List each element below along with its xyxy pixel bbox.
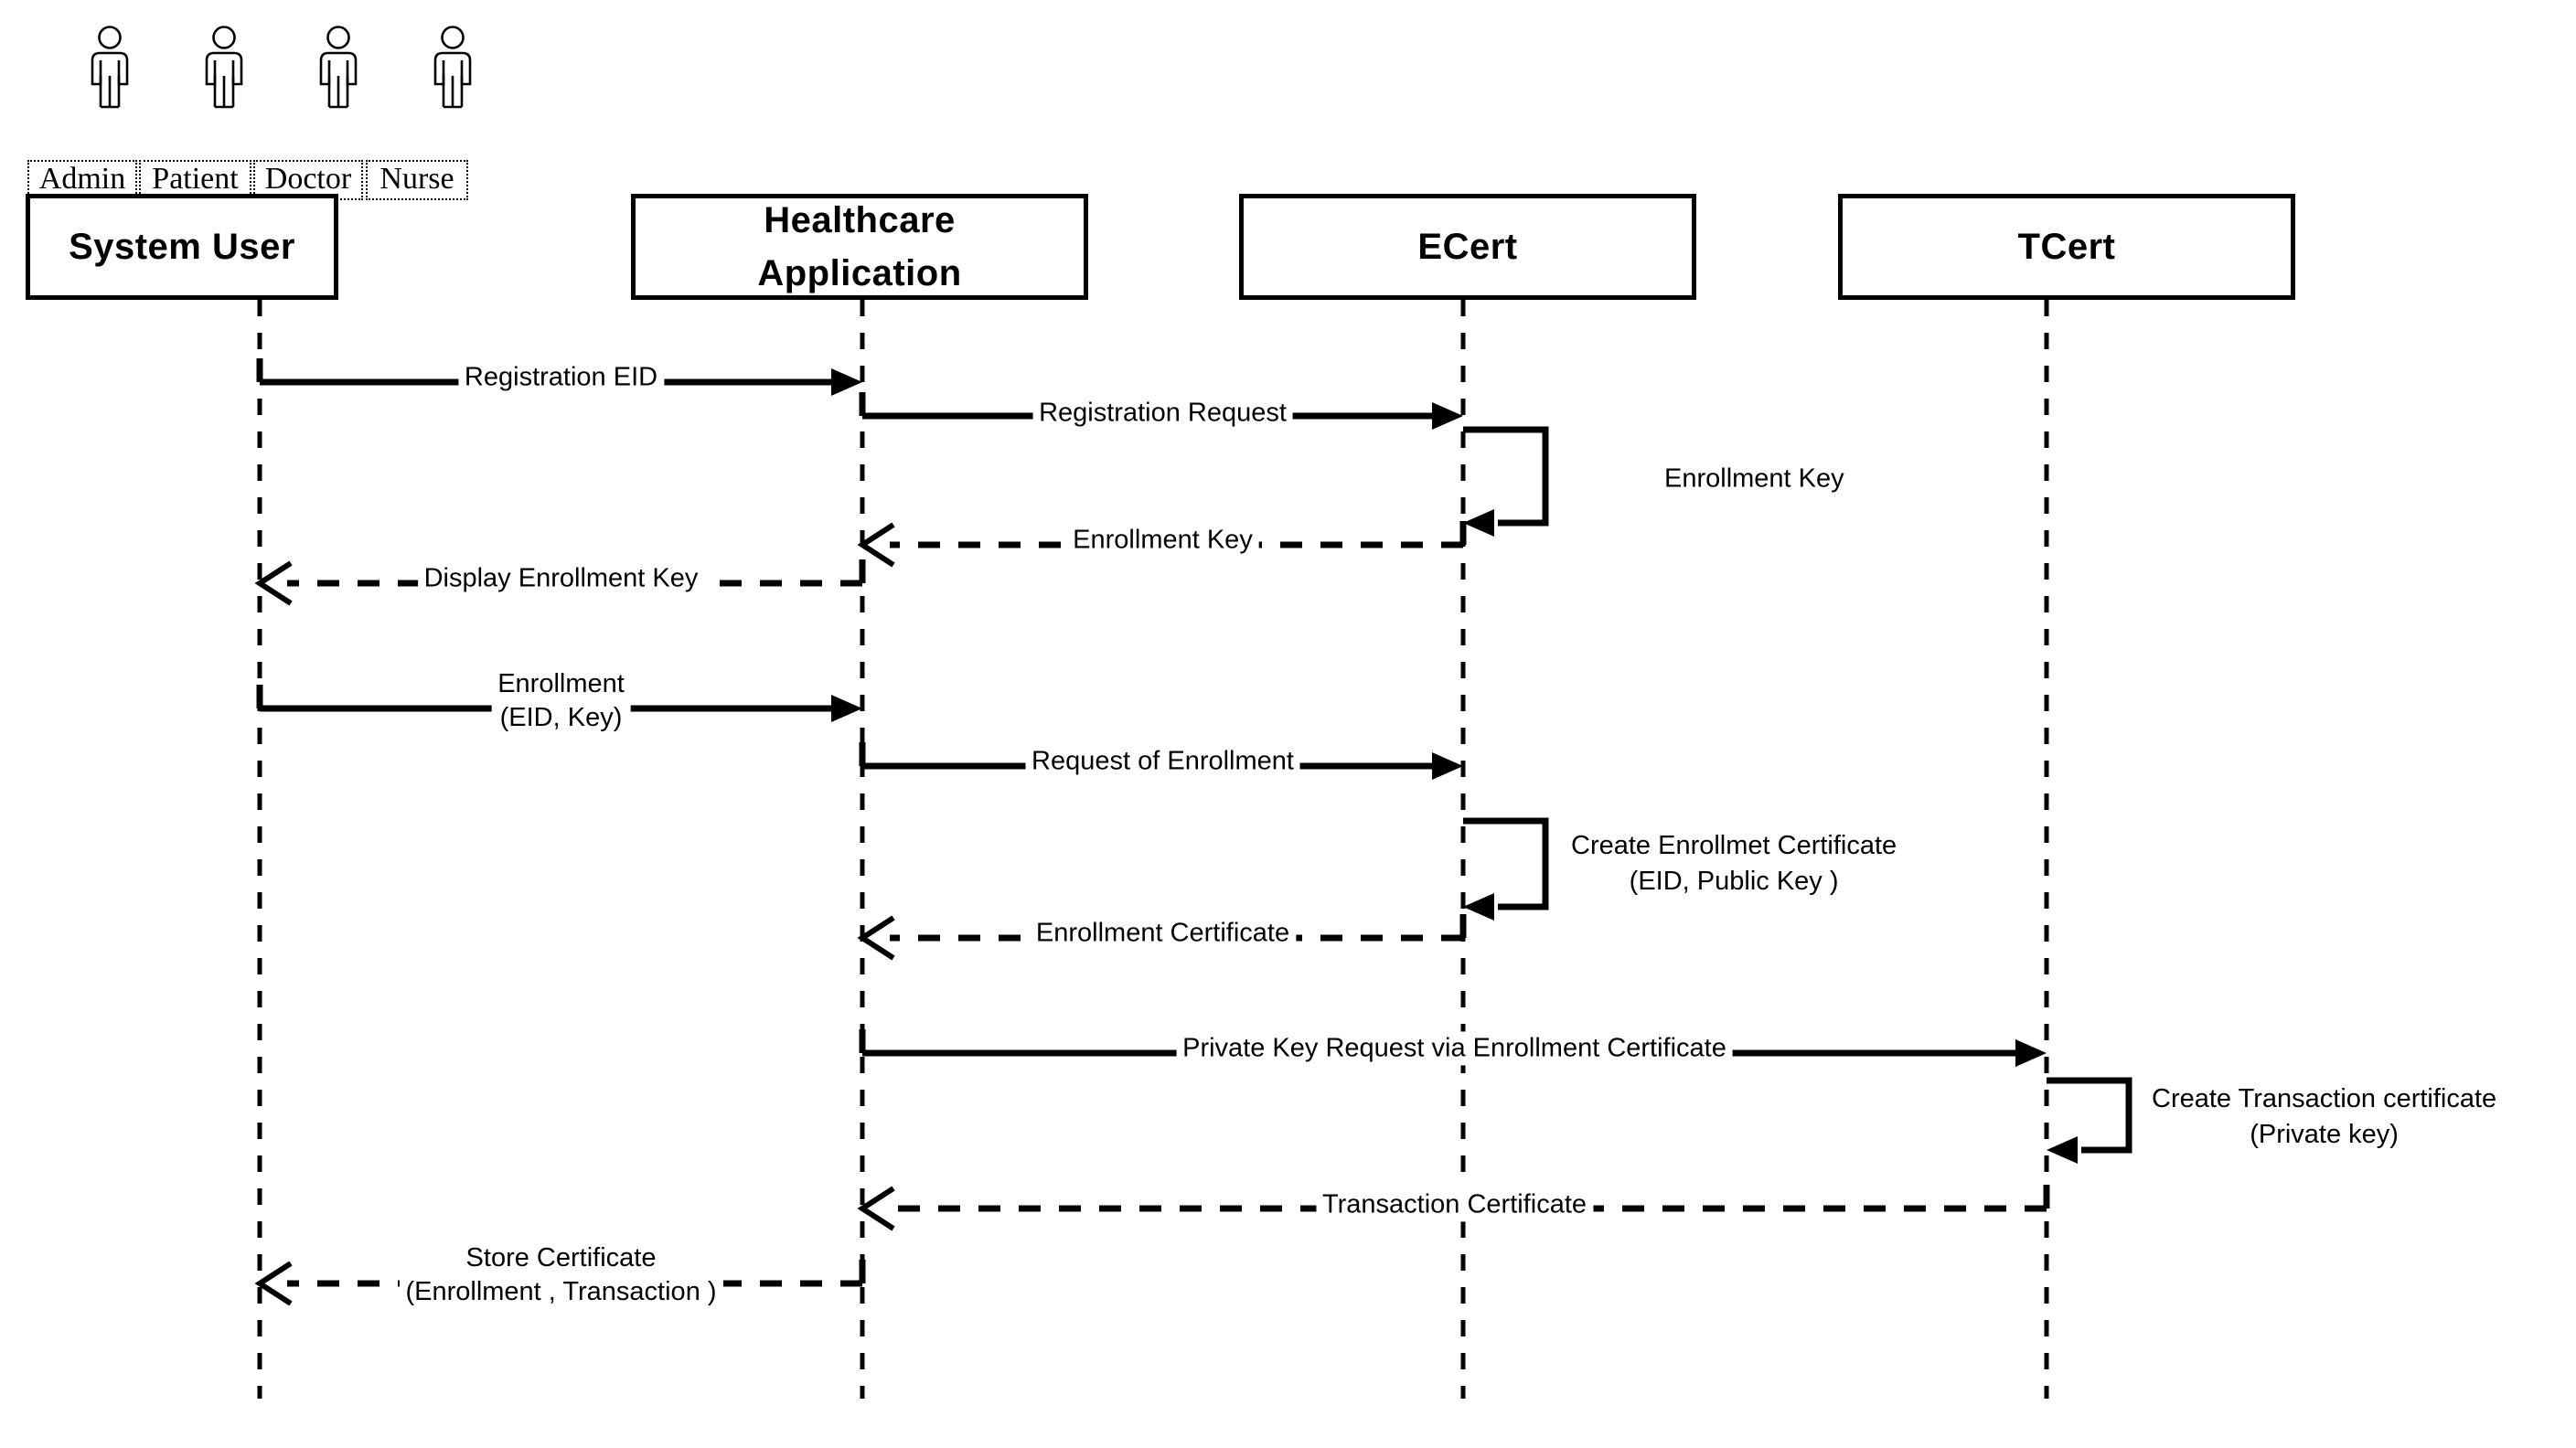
participant-label: ECert — [1417, 227, 1518, 267]
actor-label-doctor: Doctor — [253, 160, 363, 200]
message-label-m5: Display Enrollment Key — [417, 561, 705, 596]
message-label-m10: Private Key Request via Enrollment Certi… — [1176, 1031, 1733, 1066]
person-icon — [197, 26, 251, 109]
participant-label: Healthcare Application — [757, 200, 962, 293]
participant-box-ecert[interactable]: ECert — [1239, 194, 1696, 300]
message-label-m4: Enrollment Key — [1066, 523, 1259, 558]
participant-box-healthcare[interactable]: Healthcare Application — [631, 194, 1088, 300]
arrowhead-open — [857, 522, 895, 568]
arrowhead-filled — [1432, 752, 1463, 780]
arrowhead-open — [254, 560, 293, 606]
message-label-m6: Enrollment (EID, Key) — [491, 666, 631, 736]
person-icon — [425, 26, 480, 109]
message-m3 — [1463, 426, 1549, 537]
message-line-self — [1463, 426, 1549, 527]
arrowhead-open — [254, 1261, 293, 1306]
message-label-m9: Enrollment Certificate — [1029, 916, 1297, 951]
arrowhead-filled — [2015, 1039, 2047, 1067]
arrowhead-filled — [1463, 893, 1494, 921]
person-icon — [311, 26, 366, 109]
participant-box-system-user[interactable]: System User — [26, 194, 338, 300]
message-label-m1: Registration EID — [457, 360, 665, 395]
message-label-m3: Enrollment Key — [1664, 463, 1844, 494]
participant-label: System User — [69, 227, 295, 267]
message-label-m12: Transaction Certificate — [1315, 1187, 1594, 1222]
message-m11 — [2047, 1077, 2132, 1164]
arrowhead-open — [857, 915, 895, 961]
arrowhead-filled — [2047, 1136, 2078, 1164]
actor-label-patient: Patient — [139, 160, 251, 200]
participant-label: TCert — [2017, 227, 2116, 267]
message-label-m13: Store Certificate (Enrollment , Transact… — [399, 1240, 723, 1310]
arrowhead-filled — [1432, 402, 1463, 430]
message-line-self — [2047, 1077, 2132, 1154]
arrowhead-filled — [1463, 509, 1494, 537]
message-label-m11: Create Transaction certificate (Private … — [2152, 1083, 2497, 1149]
message-line-self — [1463, 817, 1549, 910]
actor-label-nurse: Nurse — [366, 160, 468, 200]
message-label-m2: Registration Request — [1032, 396, 1293, 431]
arrowhead-open — [857, 1186, 895, 1231]
message-label-m8: Create Enrollmet Certificate (EID, Publi… — [1571, 830, 1897, 896]
participant-box-tcert[interactable]: TCert — [1838, 194, 2295, 300]
message-label-m7: Request of Enrollment — [1025, 744, 1300, 779]
message-m8 — [1463, 817, 1549, 921]
person-icon — [82, 26, 137, 109]
arrowhead-filled — [831, 695, 862, 722]
arrowhead-filled — [831, 368, 862, 396]
